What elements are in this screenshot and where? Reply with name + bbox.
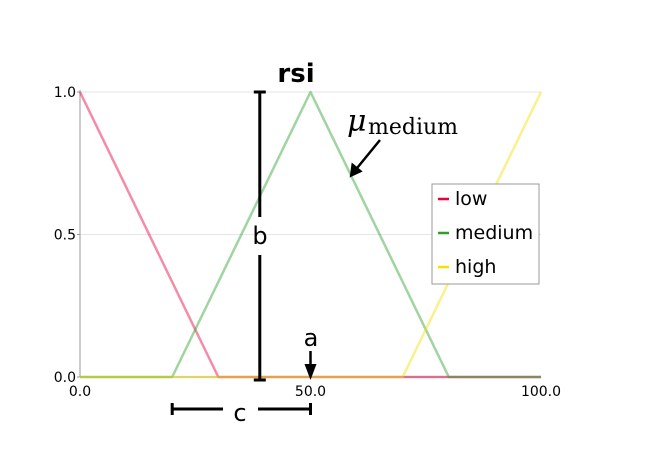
legend-label-high: high (455, 256, 496, 278)
mu-symbol: μ (347, 104, 367, 139)
series-line-low (78, 91, 541, 379)
legend-label-low: low (455, 188, 487, 210)
legend-label-medium: medium (455, 222, 533, 244)
b-label: b (252, 222, 267, 250)
mu-arrow-shaft (355, 139, 381, 170)
a-label: a (304, 324, 319, 352)
mu-subscript: medium (368, 115, 458, 140)
a-arrow-head (304, 364, 317, 380)
y-tick-label: 1.0 (54, 85, 76, 101)
y-tick-label: 0.5 (54, 228, 76, 244)
x-tick-label: 0.0 (69, 384, 91, 400)
series-line-medium (80, 90, 541, 379)
x-tick-label: 50.0 (295, 384, 326, 400)
mu-arrow-head (349, 162, 363, 178)
annotations (170, 90, 381, 415)
chart-title: rsi (277, 59, 314, 89)
legend-box (431, 183, 540, 285)
x-tick-label: 100.0 (521, 384, 561, 400)
c-label: c (233, 399, 246, 427)
legend: low medium high (431, 183, 540, 285)
y-tick-label: 0.0 (54, 370, 76, 386)
